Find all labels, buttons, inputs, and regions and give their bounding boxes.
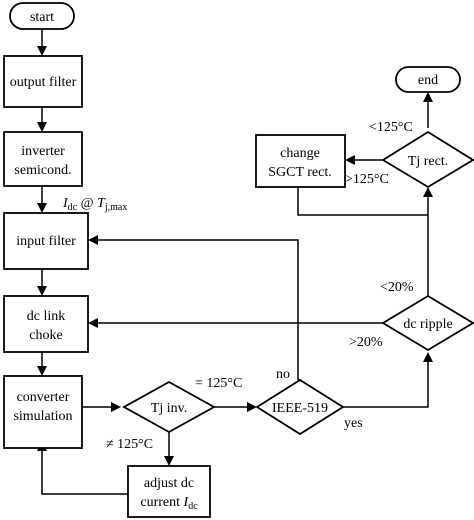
tj-inv-label: Tj inv. xyxy=(151,401,187,416)
inverter-label-line2: semicond. xyxy=(14,163,71,178)
arrowhead-down xyxy=(37,122,47,132)
connector-ieee-yes-to-dc-ripple xyxy=(343,359,429,408)
arrowhead-left xyxy=(88,235,98,245)
change-label-line1: change xyxy=(280,146,320,161)
neq-125-label: ≠ 125°C xyxy=(106,437,153,452)
adjust-label-line1: adjust dc xyxy=(144,476,194,491)
adjust-label-line2: current Idc xyxy=(140,495,198,512)
tj-var: T xyxy=(97,196,106,211)
adjust-dc-current-shape xyxy=(127,465,211,518)
arrowhead-right xyxy=(247,402,257,412)
tj-inv-shape xyxy=(122,380,216,434)
dc-link-label-line1: dc link xyxy=(27,309,66,324)
adjust-dc-current-box: adjust dc current Idc xyxy=(127,465,211,518)
ieee-519-label: IEEE-519 xyxy=(272,401,328,416)
input-filter-shape xyxy=(3,212,89,270)
arrowheads xyxy=(37,46,433,466)
ieee-519-decision: IEEE-519 xyxy=(255,378,345,436)
input-filter-box: input filter xyxy=(3,212,89,270)
ieee-519-shape xyxy=(255,378,345,436)
arrowhead-left xyxy=(345,155,355,165)
arrowhead-down xyxy=(37,366,47,376)
change-sgct-rect-shape xyxy=(255,134,346,188)
gt-125-label: >125°C xyxy=(345,172,389,187)
idc-at: @ xyxy=(77,196,97,211)
arrowhead-up xyxy=(423,187,433,197)
arrowhead-down xyxy=(37,286,47,296)
end-shape xyxy=(395,66,461,93)
arrowhead-right xyxy=(111,402,121,412)
arrowhead-up xyxy=(423,92,433,102)
idc-var: I xyxy=(62,196,69,211)
arrowhead-down xyxy=(164,456,174,466)
arrowhead-down xyxy=(37,46,47,56)
output-filter-box: output filter xyxy=(3,55,83,108)
change-sgct-rect-box: change SGCT rect. xyxy=(255,134,346,188)
tj-inv-decision: Tj inv. xyxy=(122,380,216,434)
end-terminator: end xyxy=(395,66,461,93)
start-shape xyxy=(9,2,75,30)
lt-20-label: <20% xyxy=(380,280,414,295)
arrowhead-up xyxy=(423,352,433,362)
dc-link-choke-shape xyxy=(3,295,89,353)
change-label-line2: SGCT rect. xyxy=(268,165,332,180)
inverter-semicond-shape xyxy=(3,131,83,187)
converter-simulation-box: converter simulation xyxy=(3,375,83,449)
dc-link-choke-box: dc link choke xyxy=(3,295,89,353)
connectors xyxy=(41,29,429,495)
arrowhead-left xyxy=(88,318,98,328)
eq-125-label: = 125°C xyxy=(195,376,242,391)
dc-ripple-label: dc ripple xyxy=(403,317,452,332)
tj-rect-decision: Tj rect. xyxy=(381,130,474,189)
connector-ieee-no-to-input-filter xyxy=(94,239,299,380)
tj-rect-shape xyxy=(381,130,474,189)
connector-change-sgct-to-tj-rect xyxy=(297,187,428,216)
idc-at-tjmax-label: Idc @ Tj,max xyxy=(62,196,127,213)
inverter-semicond-box: inverter semicond. xyxy=(3,131,83,187)
connector-adjust-to-converter xyxy=(41,448,128,495)
yes-label: yes xyxy=(344,416,363,431)
tj-rect-label: Tj rect. xyxy=(408,154,448,169)
dc-ripple-decision: dc ripple xyxy=(381,294,474,352)
output-filter-shape xyxy=(3,55,83,108)
idc-sub: dc xyxy=(68,202,78,213)
arrowhead-down xyxy=(37,203,47,213)
adjust-label-var: I xyxy=(183,495,190,510)
input-filter-label: input filter xyxy=(16,234,76,249)
adjust-label-sub: dc xyxy=(188,501,198,512)
start-terminator: start xyxy=(9,2,75,30)
start-label: start xyxy=(30,10,54,25)
tj-sub: j,max xyxy=(104,202,128,213)
end-label: end xyxy=(418,73,438,88)
dc-ripple-shape xyxy=(381,294,474,352)
dc-link-label-line2: choke xyxy=(29,328,62,343)
inverter-label-line1: inverter xyxy=(21,144,65,159)
adjust-label-prefix: current xyxy=(140,495,183,510)
converter-label-line1: converter xyxy=(17,390,70,405)
lt-125-label: <125°C xyxy=(369,120,413,135)
converter-simulation-shape xyxy=(3,375,83,449)
no-label: no xyxy=(276,367,290,382)
gt-20-label: >20% xyxy=(349,335,383,350)
output-filter-label: output filter xyxy=(10,75,77,90)
converter-label-line2: simulation xyxy=(13,409,72,424)
